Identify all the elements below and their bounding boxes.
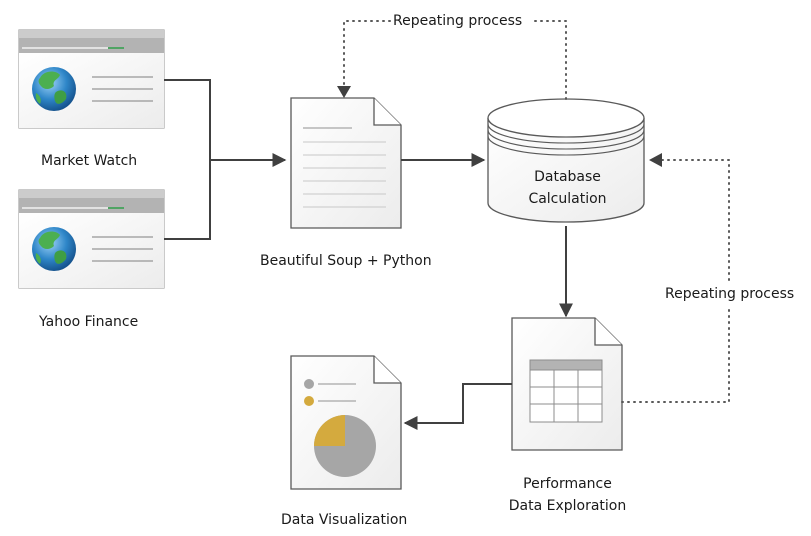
- exploration-to-visualization-arrow: [403, 383, 512, 430]
- market-watch-browser-icon: [18, 29, 165, 129]
- database-label-line1: Database: [534, 169, 601, 185]
- source-connectors: [164, 79, 287, 240]
- spreadsheet-document-icon: [511, 317, 623, 451]
- globe-icon: [32, 227, 76, 271]
- exploration-label-line1: Performance: [523, 476, 612, 492]
- yahoo-finance-browser-icon: [18, 189, 165, 289]
- market-watch-label: Market Watch: [41, 153, 138, 169]
- right-repeating-loop: [621, 159, 730, 403]
- globe-icon: [32, 67, 76, 111]
- scraper-label: Beautiful Soup + Python: [260, 253, 432, 269]
- pie-chart-document-icon: [290, 355, 402, 490]
- right-loop-label: Repeating process: [665, 286, 795, 302]
- top-loop-label: Repeating process: [393, 13, 523, 29]
- right-loop-arrowhead: [649, 153, 662, 167]
- exploration-label-line2: Data Exploration: [508, 498, 627, 514]
- document-icon: [290, 97, 402, 229]
- top-loop-arrowhead: [337, 86, 351, 98]
- database-label: Database Calculation: [490, 166, 645, 210]
- visualization-label: Data Visualization: [281, 512, 408, 528]
- database-label-line2: Calculation: [528, 191, 607, 207]
- top-repeating-loop: [343, 20, 567, 100]
- database-cylinder-icon: [487, 98, 645, 223]
- yahoo-finance-label: Yahoo Finance: [39, 314, 139, 330]
- exploration-label: Performance Data Exploration: [490, 473, 645, 517]
